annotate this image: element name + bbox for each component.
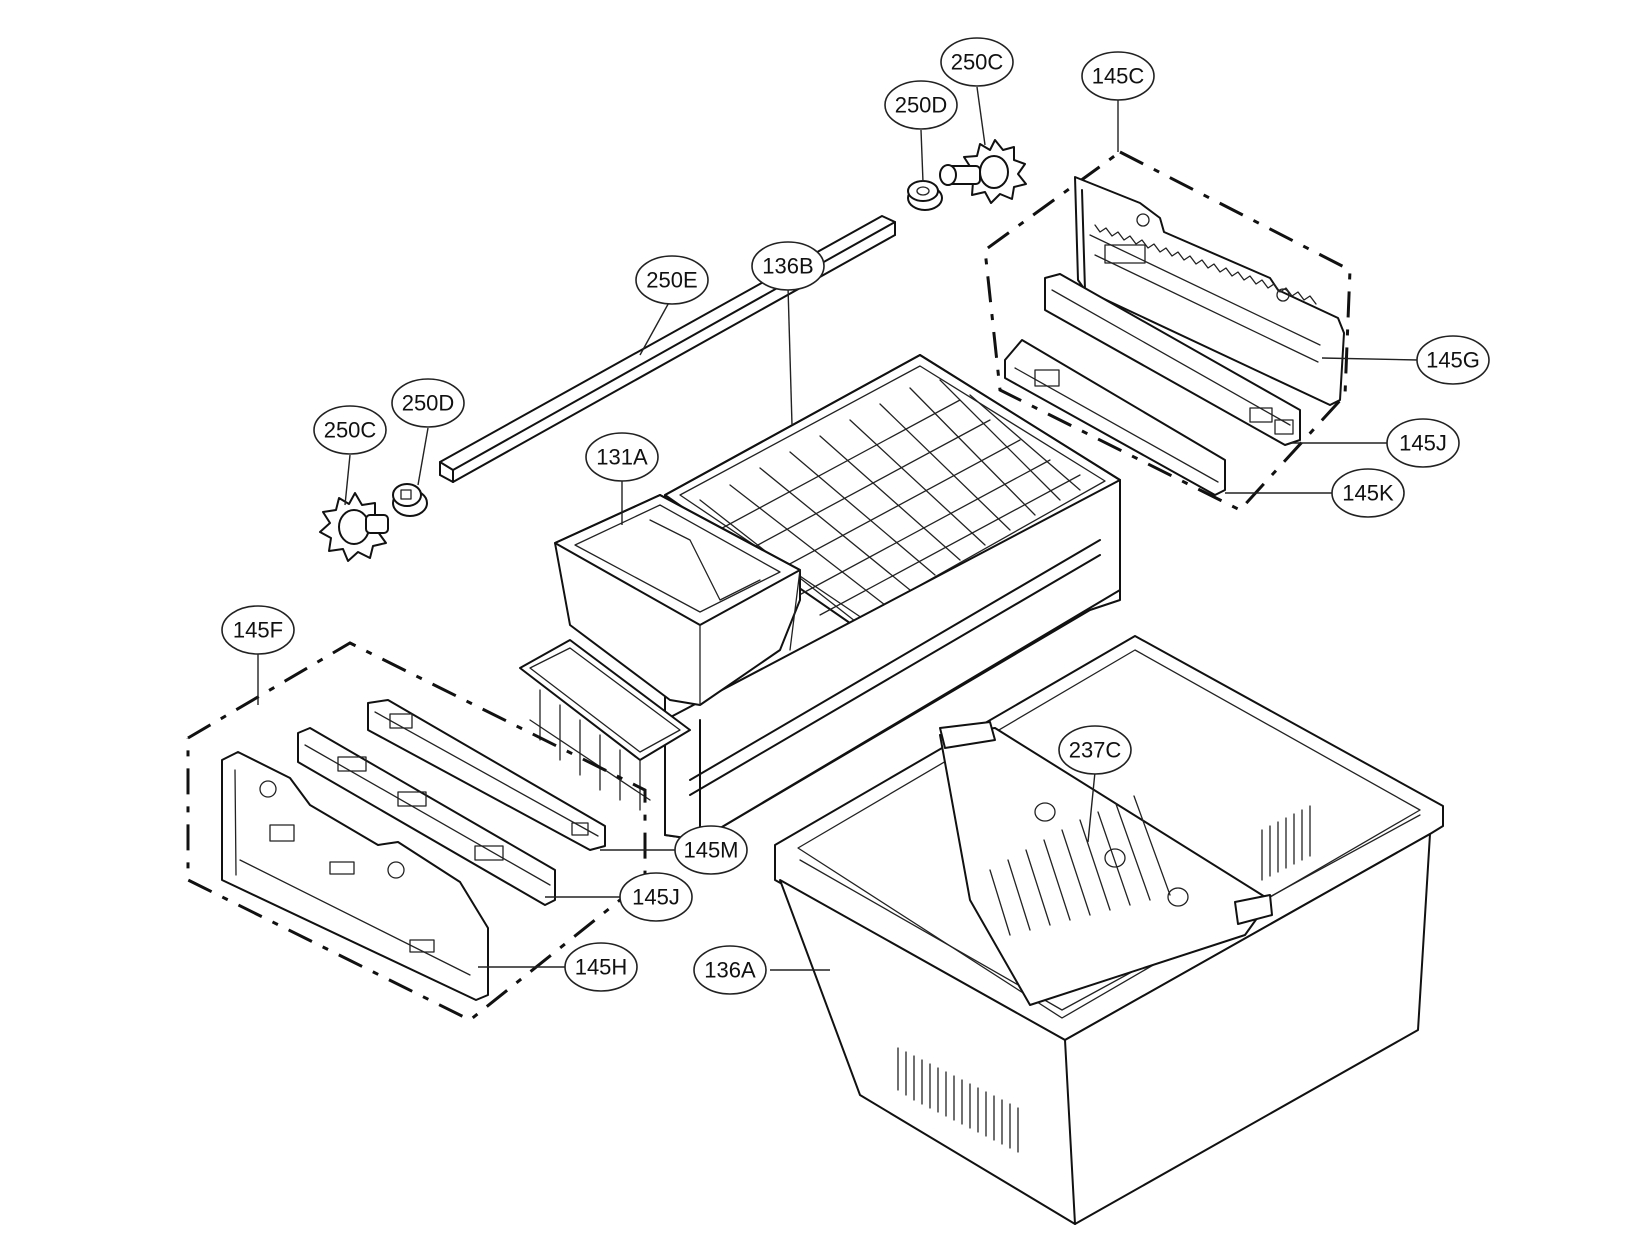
svg-text:145H: 145H [575,955,628,980]
gear-250c-left [319,492,389,562]
callout-145k: 145K [1331,468,1405,518]
svg-text:136A: 136A [704,958,756,983]
svg-text:145J: 145J [632,885,680,910]
bracket-145h [221,751,489,1001]
callout-145c: 145C [1081,51,1155,101]
bushing-250d-left [392,483,428,517]
svg-text:145F: 145F [233,618,283,643]
svg-text:136B: 136B [762,254,813,279]
divider-237c [939,721,1273,1006]
gear-250c-top [939,139,1027,204]
callout-237c: 237C [1058,725,1132,775]
callout-145h: 145H [564,942,638,992]
rail-145j-left [297,727,556,906]
callout-136b: 136B [751,241,825,291]
svg-text:250D: 250D [402,391,455,416]
svg-text:250C: 250C [324,418,377,443]
callout-145j-left: 145J [619,872,693,922]
assembly-145f [186,641,647,1022]
callout-250c-left: 250C [313,405,387,455]
callout-250d-left: 250D [391,378,465,428]
svg-text:250D: 250D [895,93,948,118]
svg-text:145M: 145M [683,838,738,863]
bin-131a [554,494,801,706]
callout-250e: 250E [635,255,709,305]
callout-131a: 131A [585,432,659,482]
callout-145g: 145G [1416,335,1490,385]
svg-text:145G: 145G [1426,348,1480,373]
svg-text:250C: 250C [951,50,1004,75]
svg-text:145C: 145C [1092,64,1145,89]
svg-text:145K: 145K [1342,481,1394,506]
leader-lines [257,86,1419,971]
basket-136a [774,635,1444,1225]
assembly-145c [983,150,1352,512]
channel-145m [367,699,606,851]
wire-basket-136b [664,354,1121,841]
bushing-250d-top [907,180,943,211]
callout-145j-right: 145J [1386,418,1460,468]
svg-text:131A: 131A [596,445,648,470]
rail-145j-right [1044,273,1301,446]
svg-text:250E: 250E [646,268,697,293]
callout-136a: 136A [693,945,767,995]
wire-tray [519,639,691,811]
svg-text:237C: 237C [1069,738,1122,763]
callout-250d-top: 250D [884,80,958,130]
callout-145f: 145F [221,605,295,655]
channel-145k [1004,339,1226,496]
svg-text:145J: 145J [1399,431,1447,456]
callout-250c-top: 250C [940,37,1014,87]
callout-145m: 145M [674,825,748,875]
